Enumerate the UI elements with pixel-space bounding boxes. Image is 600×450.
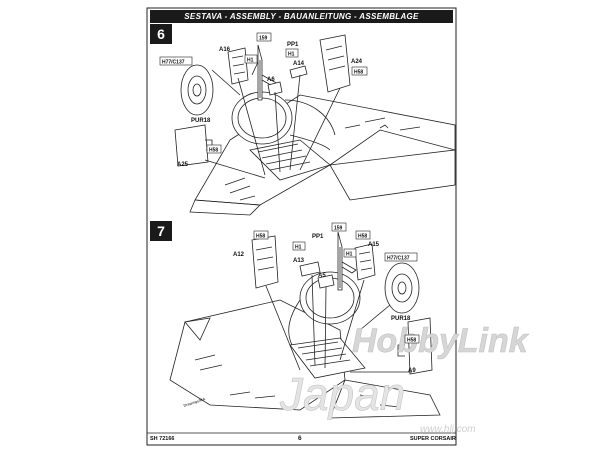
step7-drawing [169, 231, 441, 419]
label7-a13: A13 [293, 258, 305, 264]
watermark-japan: Japan [279, 368, 405, 420]
label-159: 159 [259, 36, 268, 42]
label7-a9: A9 [408, 368, 416, 374]
label-a24: A24 [351, 59, 363, 65]
watermark: HobbyLink Japan www.hlj.com [279, 322, 530, 435]
label-a25: A25 [177, 162, 189, 168]
label7-a5: A5 [318, 273, 326, 279]
watermark-brand: HobbyLink [352, 322, 530, 360]
footer-kit-code: SH 72166 [150, 436, 175, 442]
footer-kit-name: SUPER CORSAIR [410, 436, 456, 442]
label7-h58-b: H58 [358, 234, 367, 240]
label7-pur18: PUR18 [391, 316, 411, 322]
label7-a15: A15 [368, 242, 380, 248]
label-a16: A16 [219, 47, 231, 53]
label7-h58-a: H58 [256, 234, 265, 240]
label-h1-b: H1 [247, 58, 254, 64]
label-h1-a: H1 [288, 52, 295, 58]
label-h58-a: H58 [354, 70, 363, 76]
step-number-6: 6 [150, 24, 172, 44]
watermark-url: www.hlj.com [420, 424, 476, 435]
label7-a12: A12 [233, 252, 245, 258]
label-a6: A6 [267, 77, 275, 83]
label7-h58-c: H58 [407, 338, 416, 344]
label7-h77: H77/C137 [387, 256, 410, 262]
footer-page-number: 6 [298, 435, 302, 442]
label7-h1-b: H1 [346, 252, 353, 258]
label-pur18: PUR18 [191, 118, 211, 124]
label-pp1: PP1 [287, 42, 299, 48]
label-a14: A14 [293, 61, 305, 67]
step6-drawing [174, 34, 456, 216]
label7-pp1: PP1 [312, 234, 324, 240]
label-h77: H77/C137 [162, 60, 185, 66]
drawing-credit: Drawings/MA [183, 397, 206, 408]
step-number-7: 7 [150, 221, 172, 241]
step6-labels: A16 159 PP1 H1 H1 A14 A6 A24 H58 H77/C13… [159, 32, 368, 168]
page-title: SESTAVA - ASSEMBLY - BAUANLEITUNG - ASSE… [150, 10, 453, 23]
label7-159: 159 [334, 226, 343, 232]
step7-labels: H58 PP1 159 H58 A15 A12 H1 H1 A13 A5 H77… [183, 222, 420, 408]
label-h58-b: H58 [209, 148, 218, 154]
label7-h1-a: H1 [295, 245, 302, 251]
